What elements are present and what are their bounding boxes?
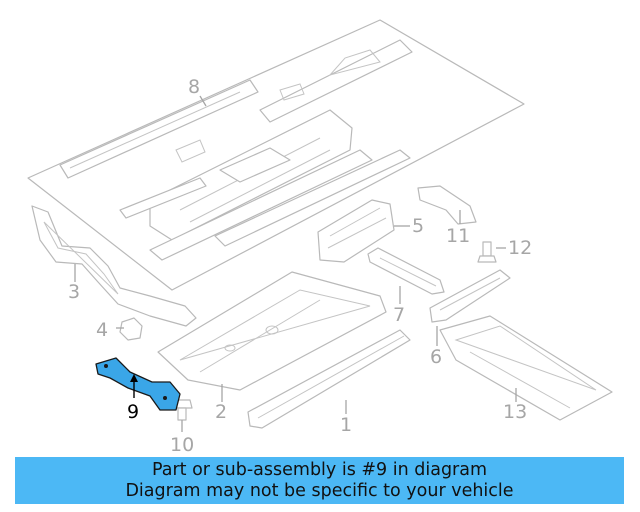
callout-2: 2 <box>215 401 227 423</box>
part-13-panel <box>439 315 613 421</box>
leader-lines <box>74 95 517 432</box>
part-3 <box>31 205 197 327</box>
callout-8: 8 <box>188 76 200 98</box>
callout-4: 4 <box>96 319 108 341</box>
callout-7: 7 <box>393 304 405 326</box>
part-7 <box>367 247 445 295</box>
callout-12: 12 <box>508 237 532 259</box>
callout-13: 13 <box>503 401 527 423</box>
part-2-front-floor <box>157 271 387 391</box>
callout-11: 11 <box>446 225 470 247</box>
banner-line-1: Part or sub-assembly is #9 in diagram <box>151 459 488 480</box>
info-banner: Part or sub-assembly is #9 in diagram Di… <box>15 457 624 504</box>
part-1-sill <box>247 329 411 429</box>
callout-6: 6 <box>430 346 442 368</box>
part-11 <box>417 185 477 225</box>
callout-9: 9 <box>127 401 139 423</box>
part-4 <box>119 317 143 341</box>
part-8-floor-assembly <box>27 19 525 291</box>
callout-3: 3 <box>68 281 80 303</box>
callout-5: 5 <box>412 215 424 237</box>
part-9-highlighted <box>95 357 181 411</box>
part-5 <box>317 199 395 263</box>
callout-1: 1 <box>340 414 352 436</box>
banner-line-2: Diagram may not be specific to your vehi… <box>125 480 514 501</box>
part-12-bolt <box>477 241 497 263</box>
part-6 <box>429 269 511 323</box>
callout-10: 10 <box>170 434 194 456</box>
